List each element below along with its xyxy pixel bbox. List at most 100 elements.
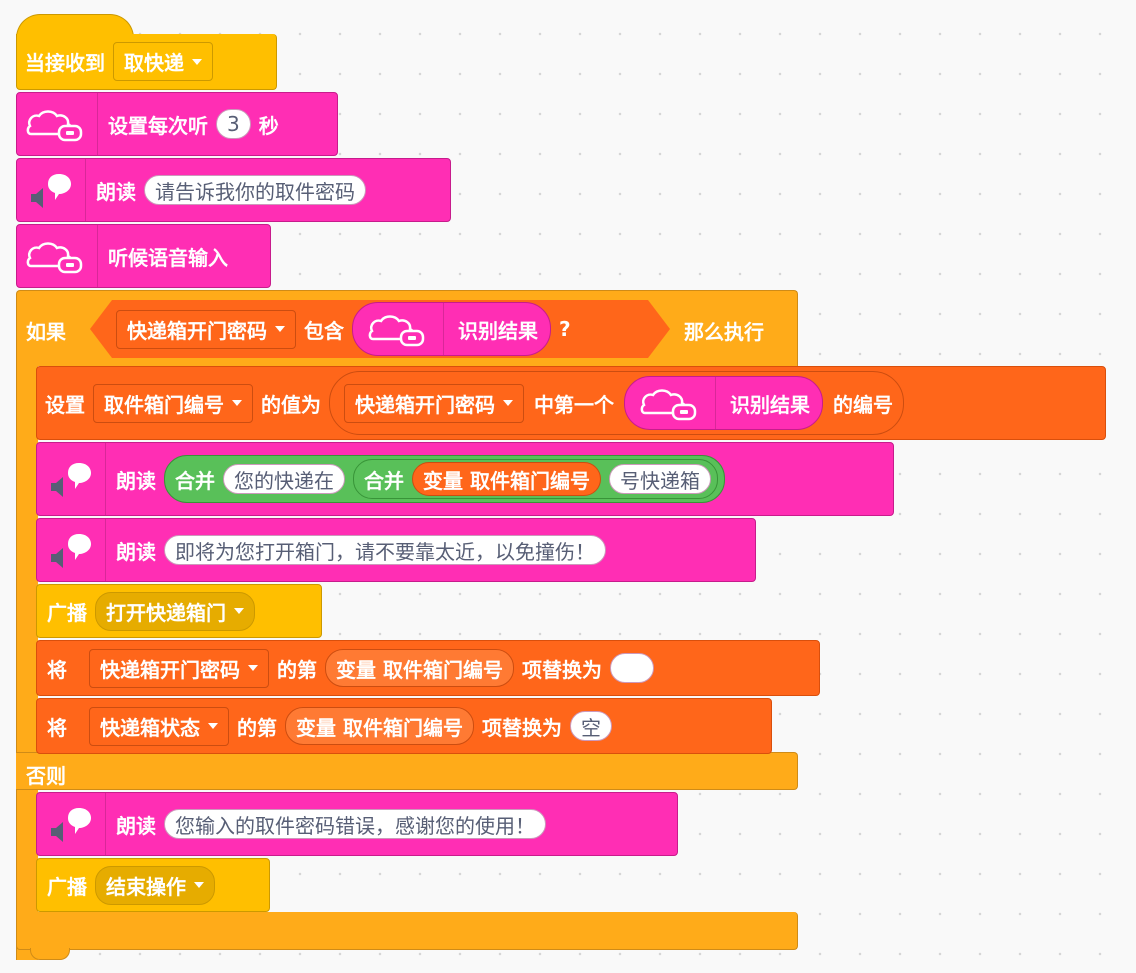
join-label: 合并: [175, 468, 215, 493]
broadcast-block-2[interactable]: 广播 结束操作: [36, 858, 270, 912]
chevron-down-icon: [275, 326, 285, 332]
join-reporter-inner[interactable]: 合并 变量 取件箱门编号 号快递箱: [353, 459, 718, 499]
listen-label: 听候语音输入: [108, 245, 228, 270]
seconds-input[interactable]: 3: [216, 109, 251, 139]
speech-recognition-icon: [25, 104, 87, 144]
listen-block[interactable]: 听候语音输入: [16, 224, 271, 288]
speak-block-1[interactable]: 朗读 请告诉我你的取件密码: [16, 158, 451, 222]
speak-text-input[interactable]: 请告诉我你的取件密码: [144, 175, 366, 205]
speaker-icon: [45, 459, 95, 499]
broadcast-message-dropdown[interactable]: 结束操作: [95, 865, 215, 905]
separator: [97, 93, 98, 155]
set-variable-block[interactable]: 设置 取件箱门编号 的值为 快递箱开门密码 中第一个 识别结果 的编号: [36, 366, 1106, 440]
if-else-middle[interactable]: [16, 752, 798, 790]
variable-dropdown[interactable]: 取件箱门编号: [93, 383, 253, 423]
separator: [85, 159, 86, 221]
list-dropdown[interactable]: 快递箱开门密码: [344, 383, 524, 423]
speaker-icon: [25, 170, 75, 210]
join-text-input-1[interactable]: 您的快递在: [223, 464, 345, 494]
seconds-unit-label: 秒: [258, 113, 279, 138]
list-dropdown[interactable]: 快递箱开门密码: [116, 310, 296, 349]
first-of-label: 中第一个: [534, 392, 614, 417]
separator: [97, 225, 98, 287]
broadcast-message-dropdown[interactable]: 打开快递箱门: [95, 591, 255, 631]
chevron-down-icon: [234, 608, 244, 614]
item-index-reporter[interactable]: 快递箱开门密码 中第一个 识别结果 的编号: [329, 371, 904, 435]
set-listen-label: 设置每次听: [108, 113, 208, 138]
message-dropdown[interactable]: 取快递: [113, 42, 213, 81]
recognition-result-reporter[interactable]: 识别结果: [352, 302, 551, 356]
if-else-arm-left: [16, 360, 38, 960]
chevron-down-icon: [208, 723, 218, 729]
contains-label: 包含: [304, 318, 344, 343]
index-label: 的第: [237, 715, 277, 740]
replace-value-input[interactable]: 空: [569, 711, 612, 741]
speak-label: 朗读: [116, 813, 156, 838]
separator: [105, 519, 106, 581]
broadcast-message-value: 打开快递箱门: [106, 600, 226, 625]
replace-with-label: 项替换为: [521, 657, 602, 682]
message-dropdown-value: 取快递: [124, 51, 184, 75]
replace-item-block-1[interactable]: 将 快递箱开门密码 的第 变量 取件箱门编号 项替换为: [36, 640, 820, 696]
speak-text-input[interactable]: 您输入的取件密码错误，感谢您的使用！: [164, 809, 546, 839]
set-listen-seconds-block[interactable]: 设置每次听 3 秒: [16, 92, 338, 156]
contains-condition[interactable]: 快递箱开门密码 包含 识别结果 ?: [90, 300, 670, 358]
list-dropdown-value: 快递箱开门密码: [355, 392, 495, 417]
speak-label: 朗读: [116, 539, 156, 564]
list-dropdown-value: 快递箱开门密码: [100, 657, 240, 682]
index-label: 的第: [277, 657, 317, 682]
chevron-down-icon: [192, 58, 202, 65]
speech-recognition-icon: [639, 383, 701, 423]
speaker-icon: [45, 804, 95, 844]
speak-label: 朗读: [116, 468, 156, 493]
speak-block-4[interactable]: 朗读 您输入的取件密码错误，感谢您的使用！: [36, 792, 678, 856]
set-label: 设置: [45, 392, 85, 417]
join-reporter-outer[interactable]: 合并 您的快递在 合并 变量 取件箱门编号 号快递箱: [164, 455, 725, 503]
recognition-result-label: 识别结果: [458, 318, 538, 343]
join-text-input-2[interactable]: 号快递箱: [608, 464, 711, 494]
if-else-bottom-notch: [30, 948, 70, 960]
recognition-result-label: 识别结果: [730, 392, 810, 417]
if-label: 如果: [26, 320, 66, 344]
broadcast-block-1[interactable]: 广播 打开快递箱门: [36, 584, 322, 638]
broadcast-label: 广播: [47, 600, 87, 625]
separator: [715, 377, 716, 429]
replace-with-label: 项替换为: [481, 715, 562, 740]
replace-label: 将: [47, 715, 67, 740]
when-receive-label: 当接收到: [25, 51, 105, 75]
variable-reporter[interactable]: 变量 取件箱门编号: [285, 707, 474, 745]
speech-recognition-icon: [367, 309, 429, 349]
speak-label: 朗读: [96, 179, 136, 204]
separator: [105, 443, 106, 515]
join-label: 合并: [364, 468, 404, 493]
else-label: 否则: [26, 764, 66, 788]
list-dropdown-value: 快递箱开门密码: [127, 318, 267, 343]
speak-text-input[interactable]: 即将为您打开箱门，请不要靠太近，以免撞伤！: [164, 535, 606, 565]
variable-dropdown-value: 取件箱门编号: [104, 392, 224, 417]
recognition-result-reporter[interactable]: 识别结果: [624, 376, 823, 430]
speak-block-2[interactable]: 朗读 合并 您的快递在 合并 变量 取件箱门编号 号快递箱: [36, 442, 894, 516]
replace-label: 将: [47, 657, 67, 682]
then-label: 那么执行: [684, 320, 764, 344]
broadcast-message-value: 结束操作: [106, 874, 186, 899]
value-label: 的值为: [261, 392, 321, 417]
separator: [443, 303, 444, 355]
chevron-down-icon: [194, 882, 204, 888]
chevron-down-icon: [232, 400, 242, 406]
speak-block-3[interactable]: 朗读 即将为您打开箱门，请不要靠太近，以免撞伤！: [36, 518, 756, 582]
when-receive-block[interactable]: 当接收到 取快递: [16, 34, 277, 90]
broadcast-label: 广播: [47, 874, 87, 899]
chevron-down-icon: [503, 400, 513, 406]
separator: [105, 793, 106, 855]
variable-reporter[interactable]: 变量 取件箱门编号: [412, 462, 601, 496]
replace-item-block-2[interactable]: 将 快递箱状态 的第 变量 取件箱门编号 项替换为 空: [36, 698, 772, 754]
speech-recognition-icon: [25, 236, 87, 276]
list-dropdown[interactable]: 快递箱状态: [89, 706, 229, 746]
replace-value-input[interactable]: [609, 653, 654, 683]
chevron-down-icon: [248, 665, 258, 671]
list-dropdown-value: 快递箱状态: [100, 715, 200, 740]
variable-reporter[interactable]: 变量 取件箱门编号: [325, 649, 514, 687]
list-dropdown[interactable]: 快递箱开门密码: [89, 648, 269, 688]
question-mark: ?: [559, 317, 571, 341]
if-else-footer[interactable]: [16, 912, 798, 950]
